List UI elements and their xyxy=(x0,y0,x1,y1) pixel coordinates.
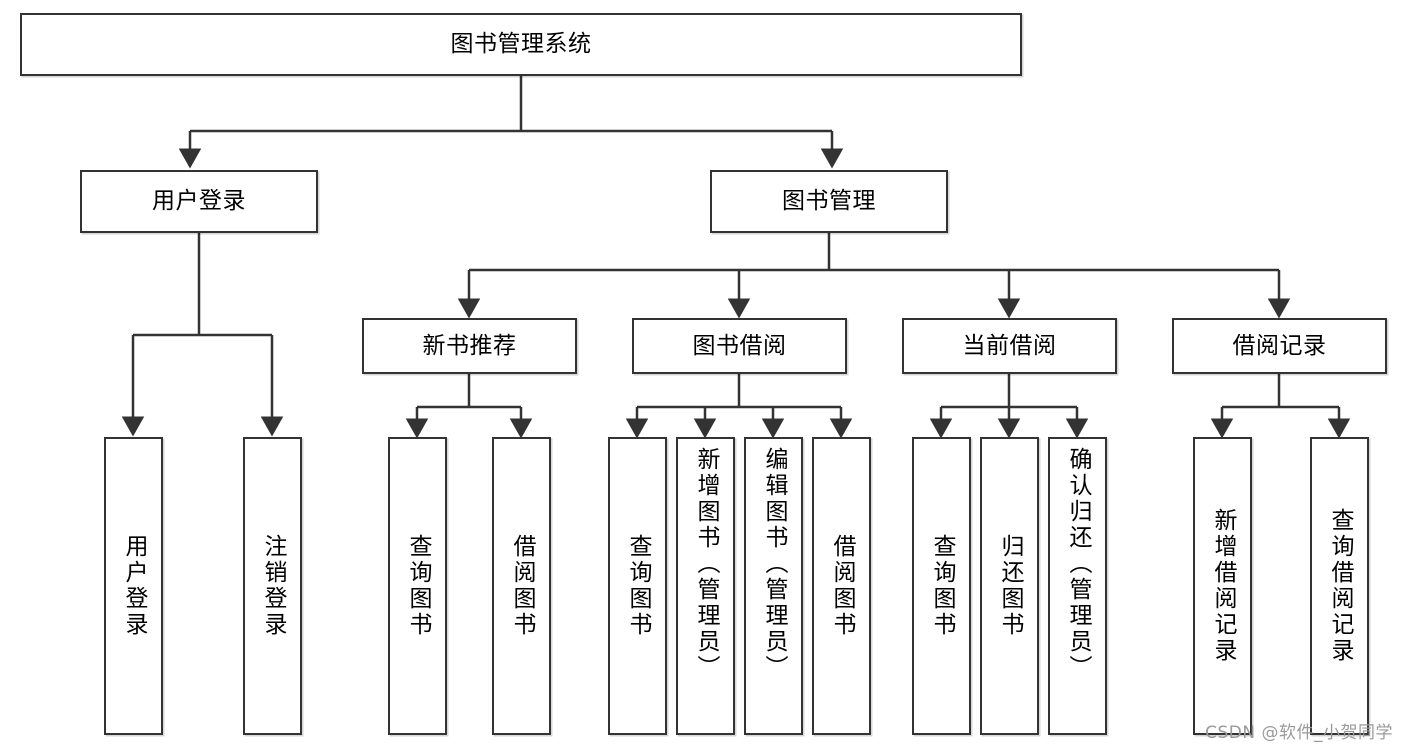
node-user-login[interactable]: 用户登录 xyxy=(80,170,318,233)
node-leaf-borrow-book-1[interactable]: 借阅图书 xyxy=(492,437,551,735)
node-book-management[interactable]: 图书管理 xyxy=(710,170,948,233)
node-leaf-edit-book-label: 编辑图书（管理员） xyxy=(761,447,787,681)
node-leaf-user-login[interactable]: 用户登录 xyxy=(104,437,163,735)
node-book-borrow-label: 图书借阅 xyxy=(692,332,787,359)
node-leaf-edit-book[interactable]: 编辑图书（管理员） xyxy=(744,437,803,735)
node-leaf-query-record-label: 查询借阅记录 xyxy=(1327,508,1353,664)
node-leaf-query-record[interactable]: 查询借阅记录 xyxy=(1310,437,1369,735)
node-leaf-query-book-1-label: 查询图书 xyxy=(405,534,431,638)
node-current-borrow-label: 当前借阅 xyxy=(962,332,1057,359)
node-leaf-borrow-book-2[interactable]: 借阅图书 xyxy=(812,437,871,735)
node-root-label: 图书管理系统 xyxy=(450,31,592,58)
node-leaf-query-book-2-label: 查询图书 xyxy=(625,534,651,638)
node-leaf-add-book[interactable]: 新增图书（管理员） xyxy=(676,437,735,735)
node-leaf-borrow-book-1-label: 借阅图书 xyxy=(509,534,535,638)
node-leaf-add-record-label: 新增借阅记录 xyxy=(1210,508,1236,664)
node-leaf-confirm-return-label: 确认归还（管理员） xyxy=(1065,447,1091,681)
node-leaf-query-book-3[interactable]: 查询图书 xyxy=(912,437,971,735)
csdn-watermark: CSDN @软件_小贺同学 xyxy=(1205,723,1393,743)
node-new-book-recommend[interactable]: 新书推荐 xyxy=(362,318,577,374)
node-leaf-add-book-label: 新增图书（管理员） xyxy=(693,447,719,681)
node-book-management-label: 图书管理 xyxy=(782,188,876,215)
node-new-book-recommend-label: 新书推荐 xyxy=(422,332,517,359)
node-root[interactable]: 图书管理系统 xyxy=(20,13,1022,76)
node-leaf-confirm-return[interactable]: 确认归还（管理员） xyxy=(1048,437,1107,735)
node-leaf-borrow-book-2-label: 借阅图书 xyxy=(829,534,855,638)
node-leaf-return-book[interactable]: 归还图书 xyxy=(980,437,1039,735)
node-leaf-return-book-label: 归还图书 xyxy=(997,534,1023,638)
node-current-borrow[interactable]: 当前借阅 xyxy=(902,318,1117,374)
node-leaf-add-record[interactable]: 新增借阅记录 xyxy=(1193,437,1252,735)
node-borrow-record[interactable]: 借阅记录 xyxy=(1172,318,1387,374)
node-leaf-query-book-2[interactable]: 查询图书 xyxy=(608,437,667,735)
node-leaf-logout-login[interactable]: 注销登录 xyxy=(243,437,302,735)
node-borrow-record-label: 借阅记录 xyxy=(1232,332,1327,359)
node-user-login-label: 用户登录 xyxy=(152,188,246,215)
node-book-borrow[interactable]: 图书借阅 xyxy=(632,318,847,374)
node-leaf-query-book-3-label: 查询图书 xyxy=(929,534,955,638)
node-leaf-logout-login-label: 注销登录 xyxy=(260,534,286,638)
node-leaf-query-book-1[interactable]: 查询图书 xyxy=(388,437,447,735)
node-leaf-user-login-label: 用户登录 xyxy=(121,534,147,638)
